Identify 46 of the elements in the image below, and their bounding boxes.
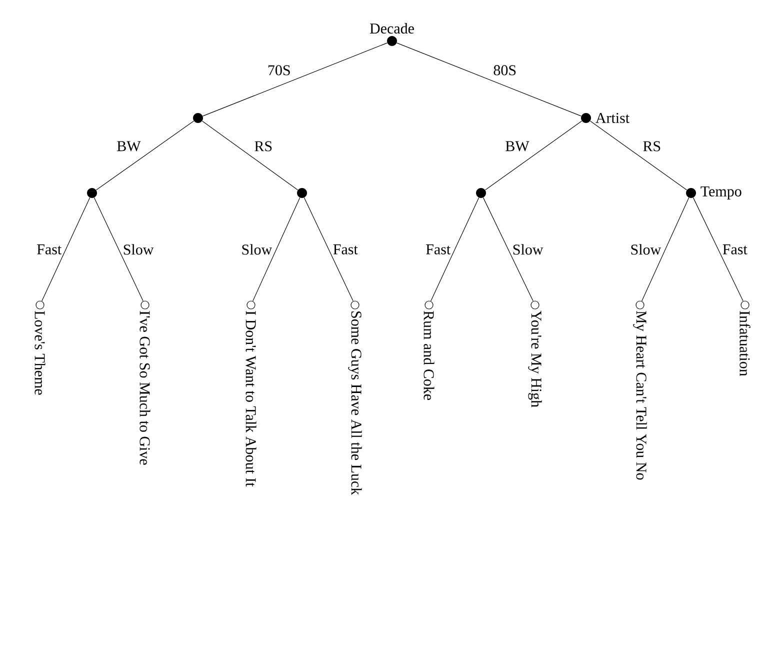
leaf-node: Infatuation xyxy=(740,300,750,376)
branch-line xyxy=(202,120,298,190)
edge-label: BW xyxy=(117,141,141,152)
leaf-node: Some Guys Have All the Luck xyxy=(348,300,362,496)
branch-line xyxy=(252,197,300,302)
decision-node: Artist xyxy=(581,112,630,124)
branch-line xyxy=(482,197,534,302)
branch-line xyxy=(304,197,354,302)
decision-node xyxy=(193,113,203,123)
node-label: Artist xyxy=(596,112,630,124)
leaf-node: I've Got So Much to Give xyxy=(140,300,150,465)
branch-line xyxy=(484,120,582,190)
decision-node xyxy=(476,188,486,198)
edge-label: Slow xyxy=(242,244,272,255)
edge-label: Fast xyxy=(333,244,358,254)
edge-label: RS xyxy=(643,141,660,152)
decision-node xyxy=(87,188,97,198)
branch-line xyxy=(94,197,144,302)
edge-label: Slow xyxy=(513,244,544,255)
leaf-node: I Don't Want to Talk About It xyxy=(246,300,256,487)
leaf-node: My Heart Can't Tell You No xyxy=(633,300,647,480)
branch-line xyxy=(202,42,388,116)
edge-label: Fast xyxy=(426,244,451,254)
edge-label: Slow xyxy=(631,244,662,255)
branch-line xyxy=(642,197,690,302)
branch-line xyxy=(430,197,480,302)
edge-label: 80S xyxy=(494,65,516,76)
edge-label: Slow xyxy=(124,244,154,255)
decision-node: Decade xyxy=(370,23,414,46)
node-label: Decade xyxy=(370,23,414,34)
leaf-node: Love's Theme xyxy=(34,300,46,395)
branch-line xyxy=(692,197,744,302)
branch-line xyxy=(396,42,582,116)
node-label: Tempo xyxy=(700,186,742,200)
decision-node xyxy=(297,188,307,198)
edge-label: RS xyxy=(254,141,272,152)
decision-node: Tempo xyxy=(686,186,742,200)
branch-line xyxy=(96,120,194,190)
edge-label: Fast xyxy=(722,244,748,254)
branch-line xyxy=(42,197,90,302)
branch-line xyxy=(590,120,688,190)
edge-label: 70S xyxy=(268,65,290,76)
leaf-node: Rum and Coke xyxy=(424,300,434,400)
edge-label: Fast xyxy=(37,244,62,254)
leaf-node: You're My High xyxy=(528,300,542,408)
edge-label: BW xyxy=(506,141,530,152)
